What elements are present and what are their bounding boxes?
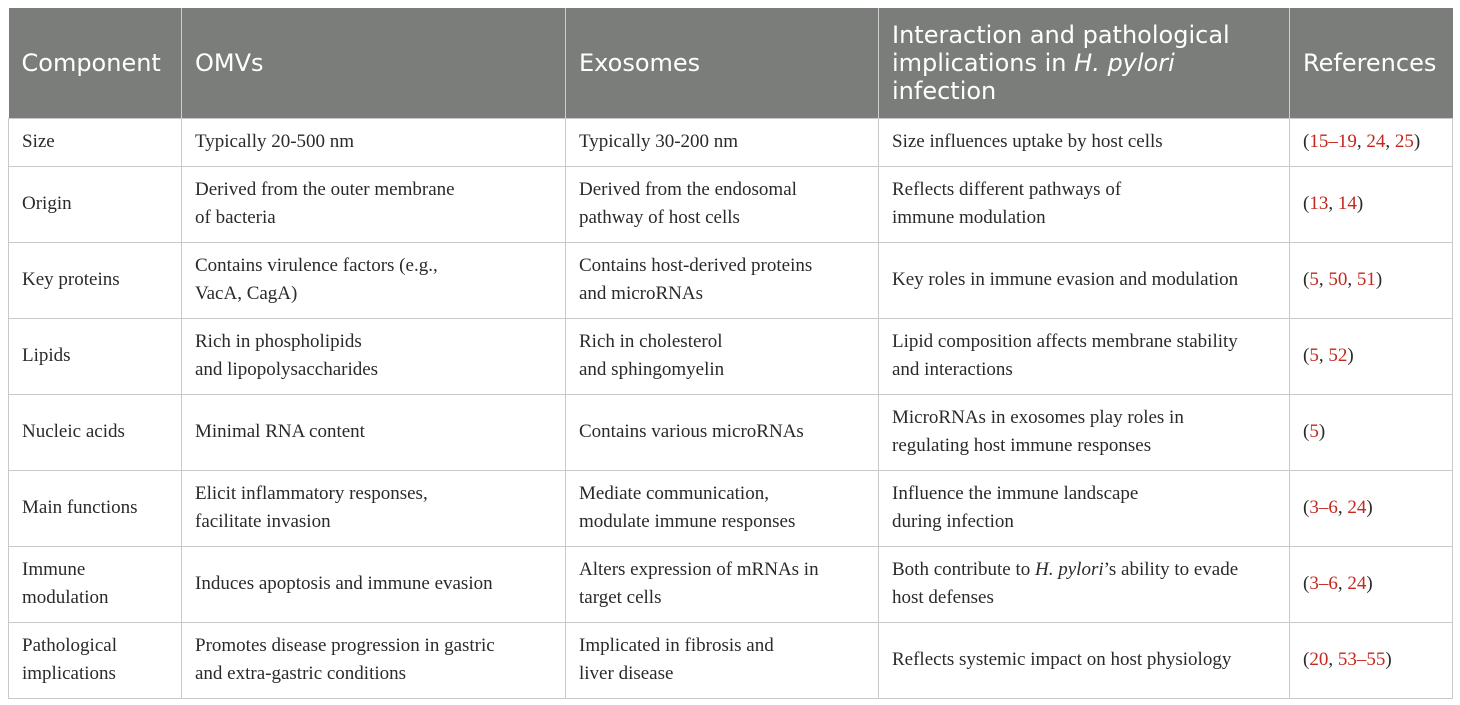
italic-term: H. pylori xyxy=(1035,559,1104,580)
header-interaction: Interaction and pathological implication… xyxy=(878,8,1290,118)
cell-exosomes: Contains host-derived proteins and micro… xyxy=(565,241,879,319)
reference-link[interactable]: 24 xyxy=(1347,573,1367,594)
header-component: Component xyxy=(8,8,182,118)
cell-exosomes: Mediate communication, modulate immune r… xyxy=(565,469,879,547)
reference-link[interactable]: 51 xyxy=(1356,269,1376,290)
cell-references: (3–6, 24) xyxy=(1289,545,1453,623)
header-omvs: OMVs xyxy=(181,8,566,118)
cell-omvs: Typically 20-500 nm xyxy=(181,117,566,167)
reference-link[interactable]: 14 xyxy=(1337,193,1357,214)
cell-exosomes: Derived from the endosomal pathway of ho… xyxy=(565,165,879,243)
cell-interaction: Both contribute to H. pylori’s ability t… xyxy=(878,545,1290,623)
reference-link[interactable]: 52 xyxy=(1328,345,1348,366)
cell-omvs: Minimal RNA content xyxy=(181,393,566,471)
cell-interaction: Size influences uptake by host cells xyxy=(878,117,1290,167)
cell-references: (5) xyxy=(1289,393,1453,471)
cell-component: Immune modulation xyxy=(8,545,182,623)
cell-component: Key proteins xyxy=(8,241,182,319)
reference-link[interactable]: 50 xyxy=(1328,269,1348,290)
cell-component: Pathological implications xyxy=(8,621,182,699)
cell-component: Origin xyxy=(8,165,182,243)
cell-references: (13, 14) xyxy=(1289,165,1453,243)
header-exosomes: Exosomes xyxy=(565,8,879,118)
cell-omvs: Elicit inflammatory responses, facilitat… xyxy=(181,469,566,547)
header-row: Component OMVs Exosomes Interaction and … xyxy=(8,8,1453,118)
reference-link[interactable]: 15–19 xyxy=(1309,131,1357,152)
cell-interaction: Key roles in immune evasion and modulati… xyxy=(878,241,1290,319)
cell-omvs: Promotes disease progression in gastric … xyxy=(181,621,566,699)
cell-references: (5, 50, 51) xyxy=(1289,241,1453,319)
cell-exosomes: Alters expression of mRNAs in target cel… xyxy=(565,545,879,623)
reference-link[interactable]: 24 xyxy=(1347,497,1367,518)
cell-references: (15–19, 24, 25) xyxy=(1289,117,1453,167)
cell-exosomes: Implicated in fibrosis and liver disease xyxy=(565,621,879,699)
cell-references: (5, 52) xyxy=(1289,317,1453,395)
cell-component: Main functions xyxy=(8,469,182,547)
cell-omvs: Derived from the outer membrane of bacte… xyxy=(181,165,566,243)
cell-omvs: Rich in phospholipids and lipopolysaccha… xyxy=(181,317,566,395)
cell-references: (3–6, 24) xyxy=(1289,469,1453,547)
reference-link[interactable]: 5 xyxy=(1309,269,1319,290)
cell-component: Size xyxy=(8,117,182,167)
cell-interaction: Reflects different pathways of immune mo… xyxy=(878,165,1290,243)
cell-component: Nucleic acids xyxy=(8,393,182,471)
reference-link[interactable]: 5 xyxy=(1309,345,1319,366)
comparison-table: Component OMVs Exosomes Interaction and … xyxy=(8,8,1453,699)
cell-interaction: Influence the immune landscape during in… xyxy=(878,469,1290,547)
header-references: References xyxy=(1289,8,1453,118)
reference-link[interactable]: 3–6 xyxy=(1309,497,1338,518)
cell-component: Lipids xyxy=(8,317,182,395)
cell-references: (20, 53–55) xyxy=(1289,621,1453,699)
reference-link[interactable]: 20 xyxy=(1309,649,1329,670)
cell-interaction: Lipid composition affects membrane stabi… xyxy=(878,317,1290,395)
reference-link[interactable]: 3–6 xyxy=(1309,573,1338,594)
italic-term: H. pylori xyxy=(1074,48,1175,77)
reference-link[interactable]: 53–55 xyxy=(1337,649,1386,670)
reference-link[interactable]: 13 xyxy=(1309,193,1329,214)
cell-interaction: MicroRNAs in exosomes play roles in regu… xyxy=(878,393,1290,471)
cell-exosomes: Rich in cholesterol and sphingomyelin xyxy=(565,317,879,395)
reference-link[interactable]: 24 xyxy=(1366,131,1386,152)
reference-link[interactable]: 5 xyxy=(1309,421,1319,442)
cell-interaction: Reflects systemic impact on host physiol… xyxy=(878,621,1290,699)
cell-omvs: Contains virulence factors (e.g., VacA, … xyxy=(181,241,566,319)
cell-exosomes: Contains various microRNAs xyxy=(565,393,879,471)
reference-link[interactable]: 25 xyxy=(1394,131,1414,152)
cell-exosomes: Typically 30-200 nm xyxy=(565,117,879,167)
cell-omvs: Induces apoptosis and immune evasion xyxy=(181,545,566,623)
